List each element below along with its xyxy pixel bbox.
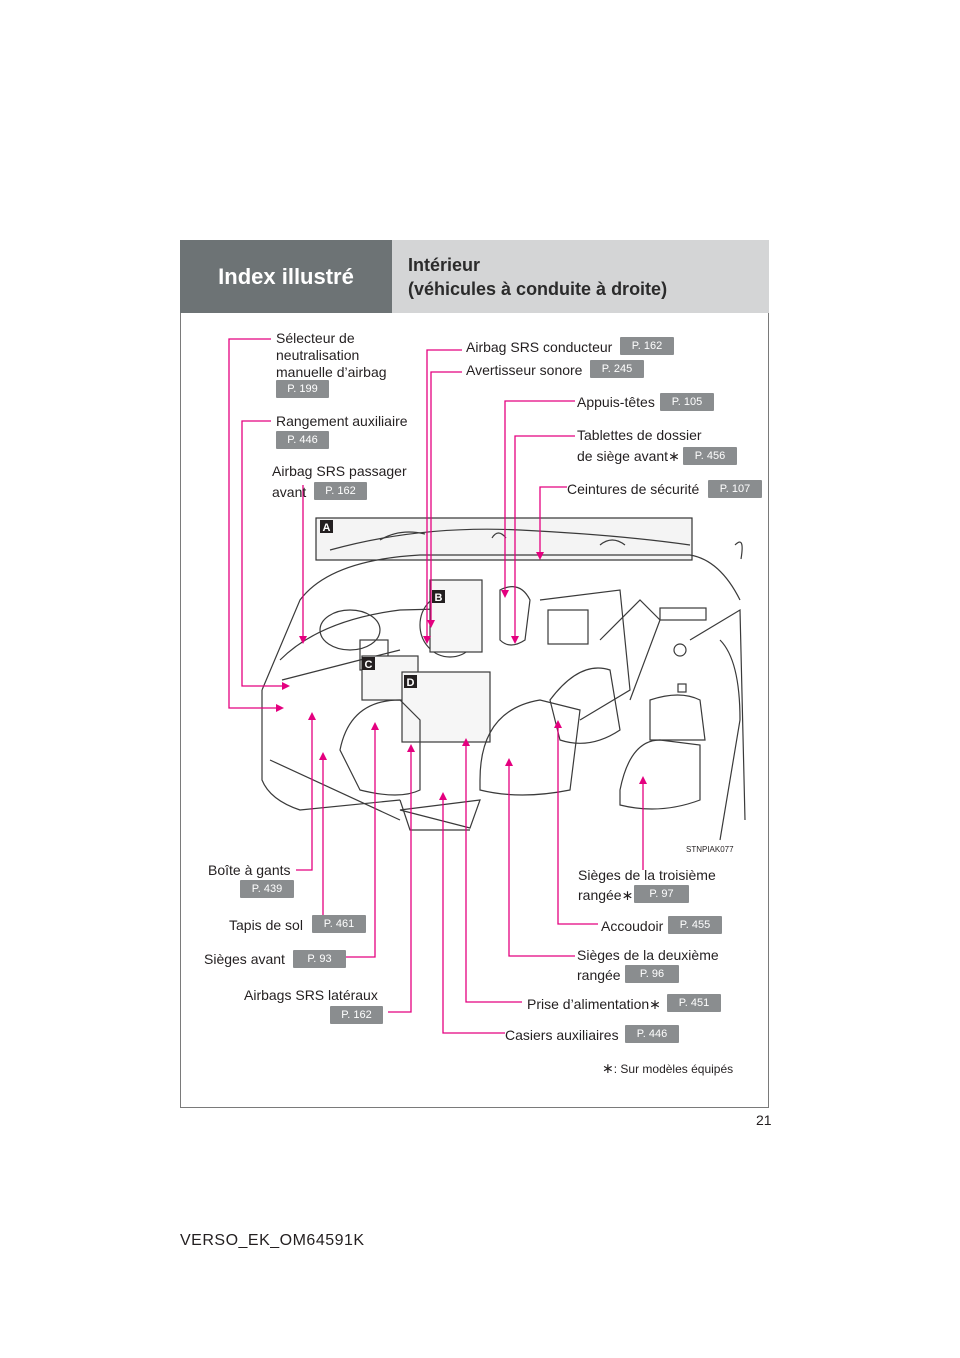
label-airbags-lateraux: Airbags SRS latéraux bbox=[244, 987, 378, 1003]
page-ref-airbag-conducteur[interactable]: P. 162 bbox=[620, 337, 674, 355]
label-selecteur-l3: manuelle d’airbag bbox=[276, 364, 387, 380]
page-ref-troisieme[interactable]: P. 97 bbox=[634, 885, 689, 903]
page-ref-appuis-tetes[interactable]: P. 105 bbox=[660, 393, 714, 411]
label-accoudoir: Accoudoir bbox=[601, 918, 664, 934]
inset-a-frame bbox=[315, 517, 693, 561]
page-ref-prise[interactable]: P. 451 bbox=[667, 994, 721, 1012]
page-ref-boite-a-gants[interactable]: P. 439 bbox=[240, 880, 294, 898]
callout-c: C bbox=[365, 659, 373, 671]
label-selecteur-l2: neutralisation bbox=[276, 347, 360, 363]
label-appuis-tetes: Appuis-têtes bbox=[577, 394, 655, 410]
label-deuxieme-l1: Sièges de la deuxième bbox=[577, 947, 719, 963]
document-code: VERSO_EK_OM64591K bbox=[180, 1232, 365, 1249]
star-prise: ∗ bbox=[649, 996, 661, 1012]
label-casiers: Casiers auxiliaires bbox=[505, 1027, 619, 1043]
page-number: 21 bbox=[756, 1112, 772, 1128]
label-deuxieme-l2: rangée bbox=[577, 967, 621, 983]
label-sieges-avant: Sièges avant bbox=[204, 951, 285, 967]
label-airbag-conducteur: Airbag SRS conducteur bbox=[466, 339, 613, 355]
page-ref-casiers[interactable]: P. 446 bbox=[625, 1025, 679, 1043]
label-selecteur-l1: Sélecteur de bbox=[276, 330, 355, 346]
page-ref-tablettes[interactable]: P. 456 bbox=[683, 447, 737, 465]
label-tablettes-l1: Tablettes de dossier bbox=[577, 427, 702, 443]
page-ref-rangement[interactable]: P. 446 bbox=[276, 431, 329, 449]
footnote-star: ∗ bbox=[602, 1060, 614, 1076]
label-prise: Prise d’alimentation∗ bbox=[527, 996, 661, 1012]
callout-b: B bbox=[435, 592, 443, 604]
label-ceintures: Ceintures de sécurité bbox=[567, 481, 700, 497]
star-troisieme: ∗ bbox=[621, 887, 634, 903]
leader-lines bbox=[228, 338, 644, 1034]
label-airbag-passager-l1: Airbag SRS passager bbox=[272, 463, 407, 479]
label-troisieme-l2: rangée∗ bbox=[578, 887, 634, 903]
page-ref-airbag-passager[interactable]: P. 162 bbox=[314, 482, 367, 500]
label-troisieme-l1: Sièges de la troisième bbox=[578, 867, 716, 883]
page-ref-selecteur[interactable]: P. 199 bbox=[276, 380, 329, 398]
section-tab: Index illustré bbox=[180, 240, 392, 313]
title-line-1: Intérieur bbox=[408, 255, 481, 275]
callout-d: D bbox=[407, 677, 415, 689]
footnote: ∗: Sur modèles équipés bbox=[602, 1060, 734, 1076]
title-line-2: (véhicules à conduite à droite) bbox=[408, 279, 668, 299]
illustration-code: STNPIAK077 bbox=[686, 845, 734, 854]
label-avertisseur: Avertisseur sonore bbox=[466, 362, 583, 378]
page-ref-airbags-lateraux[interactable]: P. 162 bbox=[330, 1006, 383, 1024]
page-ref-avertisseur[interactable]: P. 245 bbox=[590, 360, 644, 378]
car-interior-drawing bbox=[261, 517, 746, 841]
leader-arrows bbox=[276, 552, 647, 800]
callout-a: A bbox=[323, 522, 331, 534]
label-tablettes-l2: de siège avant∗ bbox=[577, 448, 680, 464]
page-ref-accoudoir[interactable]: P. 455 bbox=[668, 916, 722, 934]
page-ref-tapis[interactable]: P. 461 bbox=[312, 915, 366, 933]
label-rangement: Rangement auxiliaire bbox=[276, 413, 408, 429]
page-ref-deuxieme[interactable]: P. 96 bbox=[625, 965, 679, 983]
page-ref-sieges-avant[interactable]: P. 93 bbox=[293, 950, 346, 968]
callout-markers: A B C D bbox=[320, 520, 445, 689]
page-title: Intérieur (véhicules à conduite à droite… bbox=[392, 240, 769, 313]
star-tablettes: ∗ bbox=[668, 448, 680, 464]
label-tapis: Tapis de sol bbox=[229, 917, 303, 933]
label-boite-a-gants: Boîte à gants bbox=[208, 862, 291, 878]
page-ref-ceintures[interactable]: P. 107 bbox=[708, 480, 762, 498]
label-airbag-passager-l2: avant bbox=[272, 484, 307, 500]
